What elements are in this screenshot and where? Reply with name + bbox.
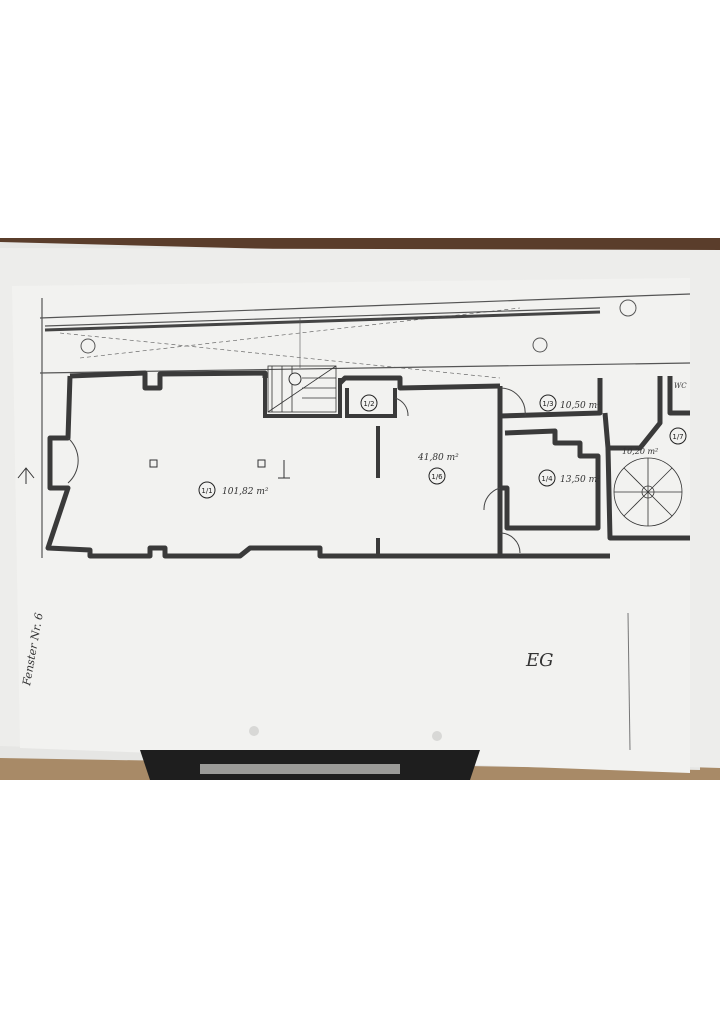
floor-plan-photo: 1/1 1/2 1/3 1/4 1/6 1/7 101,82 m² 10,50 … — [0, 238, 720, 780]
floor-plan-drawing: 1/1 1/2 1/3 1/4 1/6 1/7 101,82 m² 10,50 … — [0, 238, 720, 780]
entrance-arrow-left — [17, 467, 35, 484]
entrance-arrow-middle — [278, 460, 290, 479]
marker-circle-right — [532, 337, 548, 353]
room-1-3-number: 1/3 — [542, 400, 553, 408]
room-1-6-area: 41,80 m² — [417, 453, 459, 463]
room-1-4-number: 1/4 — [541, 475, 553, 483]
room-1-7-marker — [669, 427, 687, 445]
room-1-1-area: 101,82 m² — [222, 487, 269, 497]
spiral-stair — [613, 457, 683, 527]
wc-label: WC — [674, 382, 687, 390]
room-1-4-marker — [538, 469, 556, 487]
room-1-1-number: 1/1 — [201, 487, 212, 495]
interior-walls — [263, 373, 397, 556]
room-1-4-area: 13,50 m² — [560, 475, 601, 485]
room-1-2-marker — [360, 394, 378, 412]
room-1-7-number: 1/7 — [672, 433, 683, 441]
paper-sheet-front — [12, 278, 690, 773]
room-1-2-number: 1/2 — [363, 400, 374, 408]
room-1-6-marker — [428, 467, 446, 485]
marker-circle-top-right — [619, 299, 637, 317]
room-1-3-area: 10,50 m² — [560, 401, 601, 411]
sheet-edge-line — [627, 612, 631, 751]
door-swings — [67, 387, 526, 554]
marker-circle-left — [80, 338, 96, 354]
column — [149, 459, 158, 468]
room-1-1-marker — [198, 481, 216, 499]
room-1-7-area: 10,20 m² — [622, 447, 658, 456]
column — [257, 459, 266, 468]
punch-hole — [432, 731, 442, 741]
floor-label: EG — [525, 650, 554, 671]
room-1-6-number: 1/6 — [431, 473, 443, 481]
punch-hole — [249, 726, 259, 736]
street-band — [39, 293, 691, 558]
room-1-3-marker — [539, 394, 557, 412]
